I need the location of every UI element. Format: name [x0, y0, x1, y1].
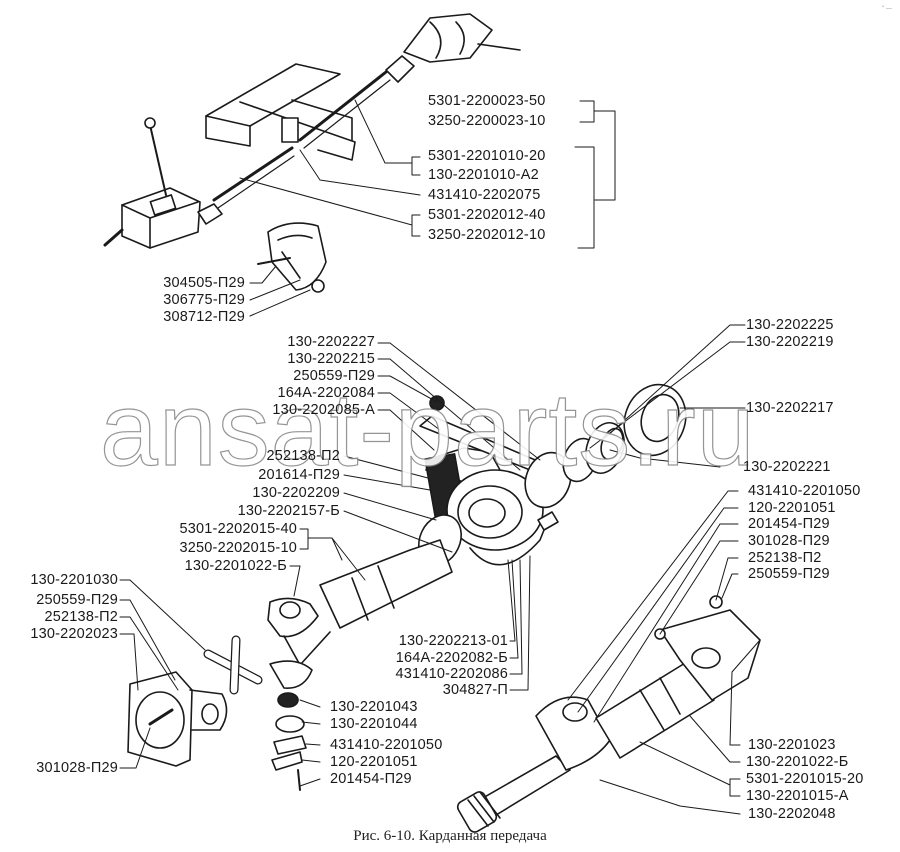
part-label: 130-2202215	[287, 351, 375, 367]
part-label: 164А-2202084	[277, 385, 375, 401]
part-label: 130-2202085-А	[272, 402, 375, 418]
intermediate-shaft-drawing	[267, 539, 453, 689]
part-label: 201454-П29	[748, 516, 830, 532]
part-label: 3250-2202015-10	[179, 540, 297, 556]
part-label: 250559-П29	[36, 592, 118, 608]
part-label: 130-2201043	[330, 699, 418, 715]
part-label: 164А-2202082-Б	[395, 650, 508, 666]
part-label: 130-2202048	[748, 806, 836, 822]
part-label: 5301-2200023-50	[428, 93, 546, 109]
bearing-rings-drawing	[419, 383, 687, 509]
part-label: 130-2201010-A2	[428, 167, 539, 183]
part-label: 201454-П29	[330, 771, 412, 787]
part-label: 130-2201044	[330, 716, 418, 732]
part-label: 304827-П	[442, 682, 508, 698]
part-label: 120-2201051	[748, 500, 836, 516]
part-label: 120-2201051	[330, 754, 418, 770]
part-label: 130-2202157-Б	[237, 503, 340, 519]
part-label: 252138-П2	[44, 609, 118, 625]
part-label: 130-2202217	[746, 400, 834, 416]
part-label: 130-2202023	[30, 626, 118, 642]
part-label: 252138-П2	[266, 448, 340, 464]
part-label: 3250-2200023-10	[428, 113, 546, 129]
part-label: 431410-2202086	[395, 666, 508, 682]
part-label: 130-2201015-А	[746, 788, 849, 804]
part-label: 130-2202225	[746, 317, 834, 333]
part-label: 252138-П2	[748, 550, 822, 566]
part-label: 308712-П29	[163, 309, 245, 325]
part-label: 431410-2201050	[330, 737, 443, 753]
corner-mark: “ —	[882, 6, 892, 12]
figure-caption: Рис. 6-10. Карданная передача	[353, 828, 547, 844]
part-label: 130-2202209	[252, 485, 340, 501]
part-label: 306775-П29	[163, 292, 245, 308]
rear-shaft-drawing	[456, 595, 761, 833]
part-label: 301028-П29	[36, 760, 118, 776]
part-label: 201614-П29	[258, 467, 340, 483]
crossmember-drawing	[205, 63, 356, 161]
part-label: 5301-2201015-20	[746, 771, 864, 787]
universal-joint-cross-drawing	[203, 635, 263, 695]
joint-parts-drawing	[271, 692, 307, 791]
part-label: 5301-2202015-40	[179, 521, 297, 537]
part-label: 250559-П29	[293, 368, 375, 384]
part-label: 130-2202221	[743, 459, 831, 475]
part-label: 130-2201023	[748, 737, 836, 753]
flange-drawing	[127, 671, 228, 767]
part-label: 130-2201022-Б	[184, 558, 287, 574]
part-label: 130-2202227	[287, 334, 375, 350]
part-label: 304505-П29	[163, 275, 245, 291]
part-label: 5301-2202012-40	[428, 207, 546, 223]
part-label: 5301-2201010-20	[428, 148, 546, 164]
part-label: 130-2201022-Б	[746, 754, 849, 770]
leader-lines	[119, 99, 761, 815]
part-label: 250559-П29	[748, 566, 830, 582]
bracket-drawing	[257, 222, 327, 293]
gearbox-drawing	[103, 117, 223, 249]
part-label: 431410-2201050	[748, 483, 861, 499]
part-label: 130-2202213-01	[398, 633, 508, 649]
part-label: 130-2202219	[746, 334, 834, 350]
part-label: 3250-2202012-10	[428, 227, 546, 243]
part-label: 431410-2202075	[428, 187, 541, 203]
part-label: 301028-П29	[748, 533, 830, 549]
part-label: 130-2201030	[30, 572, 118, 588]
